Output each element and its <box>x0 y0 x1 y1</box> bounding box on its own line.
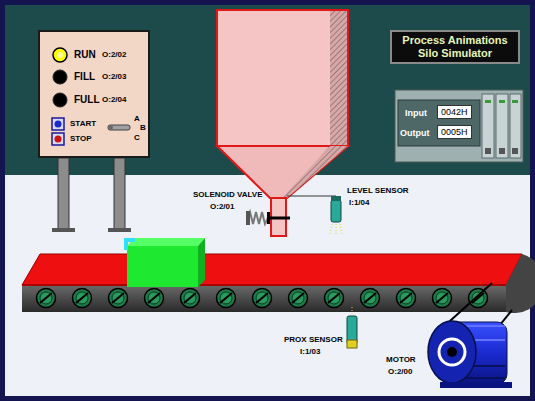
level-sensor <box>287 196 342 234</box>
green-box <box>124 238 205 287</box>
title-box: Process Animations Silo Simulator <box>390 30 520 64</box>
title-text: Process Animations Silo Simulator <box>395 34 515 60</box>
value-display: 0042H <box>437 105 472 119</box>
io-heading: Output <box>400 128 430 139</box>
panel-text: O:2/03 <box>102 72 126 82</box>
io-label: LEVEL SENSOR <box>347 186 409 196</box>
plc-rack <box>395 90 523 162</box>
panel-text: FULL <box>74 94 100 106</box>
value-text: 0005H <box>441 126 468 138</box>
io-label: SOLENOID VALVE <box>193 190 263 200</box>
value-display: 0005H <box>437 125 472 139</box>
panel-text: STOP <box>70 134 92 144</box>
value-text: 0042H <box>441 106 468 118</box>
io-label: I:1/03 <box>300 347 320 357</box>
io-label: O:2/01 <box>210 202 234 212</box>
panel-text: O:2/04 <box>102 95 126 105</box>
panel-text: B <box>140 123 146 133</box>
silo <box>217 10 348 236</box>
motor <box>428 283 512 388</box>
panel-text: A <box>134 114 140 124</box>
prox-sensor <box>347 306 357 348</box>
io-label: MOTOR <box>386 355 416 365</box>
plc-rack: InputOutput 0042H 0005H <box>395 92 523 160</box>
io-heading: Input <box>405 108 427 119</box>
panel-text: START <box>70 119 96 129</box>
conveyor <box>22 254 535 313</box>
solenoid-valve <box>246 211 290 225</box>
io-label: O:2/00 <box>388 367 412 377</box>
control-panel-face <box>38 30 150 158</box>
io-label: PROX SENSOR <box>284 335 343 345</box>
panel-text: C <box>134 133 140 143</box>
control-panel: RUN O:2/02FILL O:2/03FULLO:2/04START STOP AB… <box>38 30 150 158</box>
panel-text: FILL <box>74 71 95 83</box>
panel-stand <box>52 158 131 232</box>
panel-text: RUN <box>74 49 96 61</box>
io-label: I:1/04 <box>349 198 369 208</box>
panel-text: O:2/02 <box>102 50 126 60</box>
